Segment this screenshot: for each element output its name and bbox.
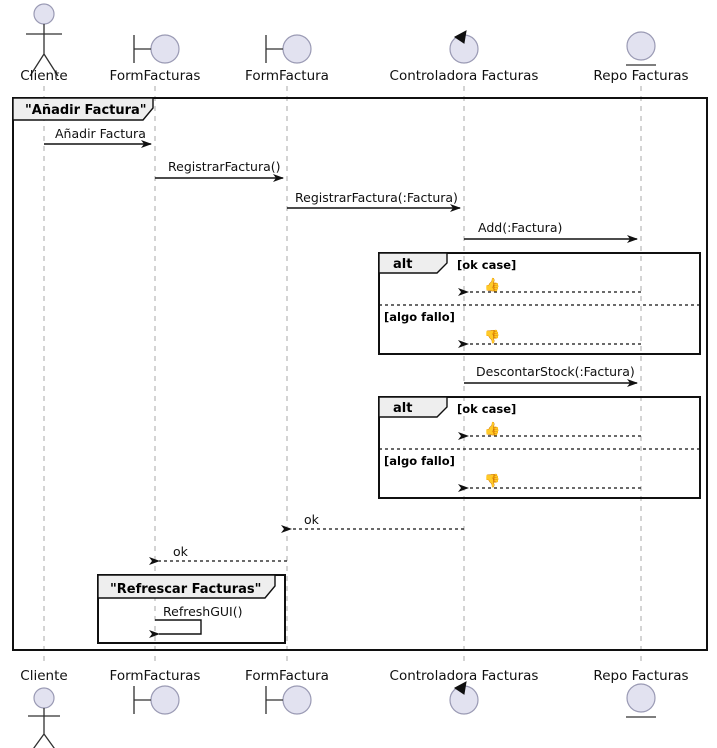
alt-label-registrar: alt: [393, 257, 412, 272]
frame-border: [12, 97, 708, 651]
entity-circle-icon: [626, 683, 656, 713]
participant-header-repo[interactable]: [626, 31, 656, 66]
participant-label-controladora: Controladora Facturas: [390, 68, 539, 84]
message-m8[interactable]: 👍: [458, 421, 641, 440]
alt-guard-algo-fallo-1: [algo fallo]: [384, 310, 455, 324]
message-label-m11: ok: [173, 544, 189, 559]
frame-label-refrescar-facturas: "Refrescar Facturas": [110, 582, 261, 597]
message-m4[interactable]: Add(:Factura): [464, 220, 638, 243]
actor-head-icon: [33, 3, 55, 25]
thumbs-down-icon: 👎: [484, 329, 500, 345]
frame-anadir-factura: "Añadir Factura": [12, 97, 708, 651]
participant-footer-formfactura[interactable]: [265, 685, 312, 715]
control-arrow-icon: [454, 681, 467, 695]
self-message-label-refreshgui: RefreshGUI(): [163, 604, 242, 619]
boundary-circle-icon: [150, 34, 180, 64]
message-m2[interactable]: RegistrarFactura(): [155, 159, 284, 182]
participant-footer-repo[interactable]: [626, 683, 656, 718]
frame-refrescar-facturas: "Refrescar Facturas": [97, 574, 286, 644]
participant-header-controladora[interactable]: [449, 30, 479, 64]
participant-header-formfactura[interactable]: [265, 34, 312, 64]
message-m5[interactable]: 👍: [458, 277, 641, 296]
message-m1[interactable]: Añadir Factura: [44, 126, 152, 148]
participant-footer-label-formfactura: FormFactura: [245, 668, 329, 684]
boundary-bar-icon: [133, 35, 151, 63]
actor-stick-figure-icon: [28, 708, 60, 748]
alt-guard-algo-fallo-2: [algo fallo]: [384, 454, 455, 468]
participant-footer-label-cliente: Cliente: [20, 668, 67, 684]
participant-label-cliente: Cliente: [20, 68, 67, 84]
thumbs-down-icon: 👎: [484, 473, 500, 489]
participant-footer-cliente[interactable]: [28, 687, 60, 748]
participant-header-cliente[interactable]: [26, 3, 62, 77]
boundary-circle-icon: [282, 685, 312, 715]
frame-label-anadir-factura: "Añadir Factura": [25, 103, 147, 118]
participant-footer-label-repo: Repo Facturas: [593, 668, 688, 684]
message-m11[interactable]: ok: [149, 544, 287, 565]
message-m3[interactable]: RegistrarFactura(:Factura): [287, 190, 461, 212]
boundary-circle-icon: [282, 34, 312, 64]
alt-label-tab: [378, 252, 448, 274]
participant-label-formfactura: FormFactura: [245, 68, 329, 84]
message-label-m4: Add(:Factura): [478, 220, 562, 235]
alt-guard-ok-case-2: [ok case]: [457, 402, 516, 416]
boundary-bar-icon: [133, 686, 151, 714]
self-message-refreshgui[interactable]: RefreshGUI(): [149, 604, 242, 638]
message-label-m3: RegistrarFactura(:Factura): [295, 190, 458, 205]
message-m7[interactable]: DescontarStock(:Factura): [464, 364, 638, 387]
message-m10[interactable]: ok: [281, 512, 464, 533]
participant-footer-label-controladora: Controladora Facturas: [390, 668, 539, 684]
participant-footer-label-formfacturas: FormFacturas: [110, 668, 201, 684]
participant-footer-formfacturas[interactable]: [133, 685, 180, 715]
actor-stick-figure-icon: [26, 24, 62, 77]
alt-label-tab: [378, 396, 448, 418]
alt-fragment-descontar: alt [ok case] [algo fallo]: [378, 396, 701, 499]
entity-circle-icon: [626, 31, 656, 61]
participant-header-formfacturas[interactable]: [133, 34, 180, 64]
participant-footer-controladora[interactable]: [449, 681, 479, 715]
alt-guard-ok-case-1: [ok case]: [457, 258, 516, 272]
actor-head-icon: [33, 687, 55, 709]
alt-fragment-registrar: alt [ok case] [algo fallo]: [378, 252, 701, 355]
boundary-circle-icon: [150, 685, 180, 715]
message-label-m2: RegistrarFactura(): [168, 159, 281, 174]
message-label-m7: DescontarStock(:Factura): [476, 364, 635, 379]
boundary-bar-icon: [265, 686, 283, 714]
message-m9[interactable]: 👎: [458, 473, 641, 492]
participant-label-formfacturas: FormFacturas: [110, 68, 201, 84]
frame-label-tab: [97, 574, 276, 599]
alt-border: [378, 396, 701, 499]
message-label-m10: ok: [304, 512, 320, 527]
thumbs-up-icon: 👍: [484, 421, 500, 437]
alt-border: [378, 252, 701, 355]
message-label-m1: Añadir Factura: [55, 126, 146, 141]
thumbs-up-icon: 👍: [484, 277, 500, 293]
control-arrow-icon: [454, 30, 467, 44]
boundary-bar-icon: [265, 35, 283, 63]
message-m6[interactable]: 👎: [458, 329, 641, 348]
participant-label-repo: Repo Facturas: [593, 68, 688, 84]
alt-label-descontar: alt: [393, 401, 412, 416]
frame-label-tab: [12, 97, 154, 121]
